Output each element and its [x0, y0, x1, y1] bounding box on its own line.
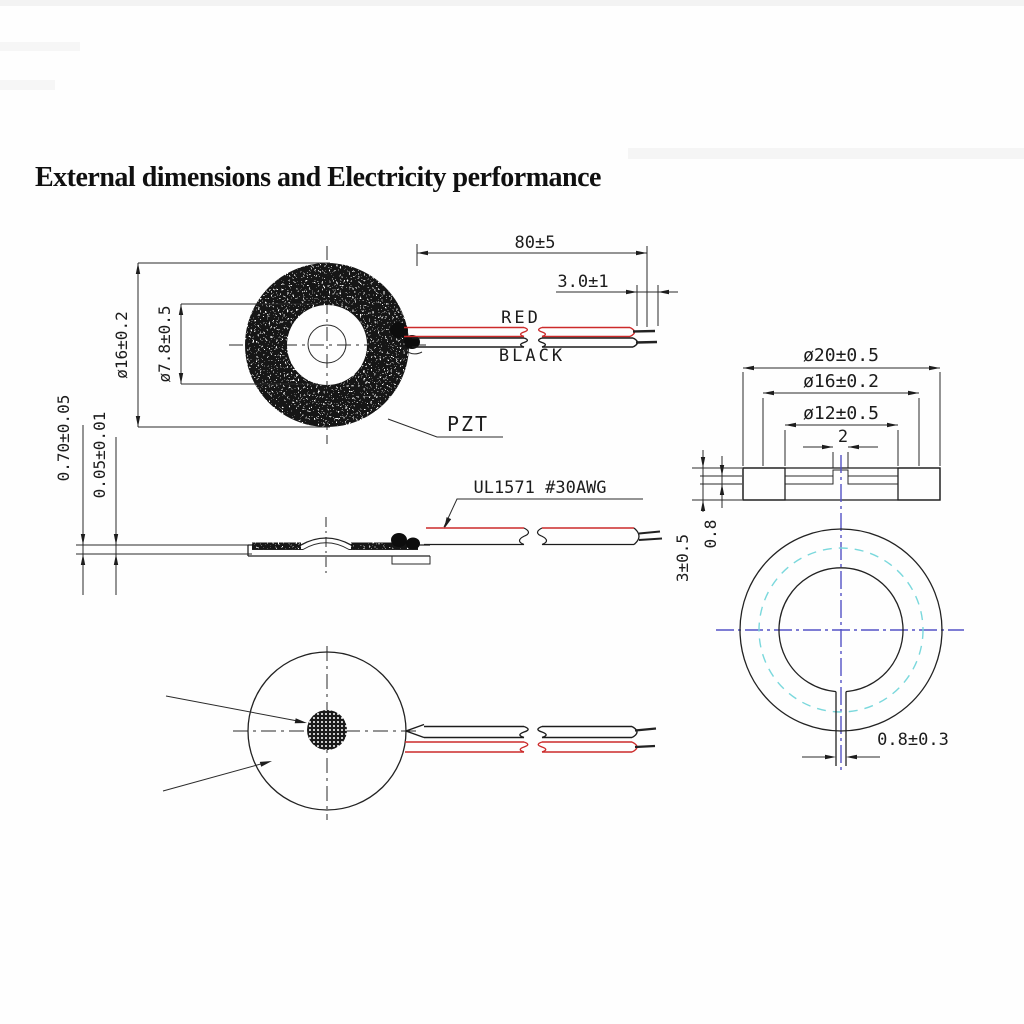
dim-housing-mid: ø16±0.2 — [762, 371, 920, 466]
housing-front-view: 0.8±0.3 — [716, 455, 964, 770]
dim-label-slot-front: 0.8±0.3 — [877, 730, 949, 750]
back-red-bare-tip — [634, 744, 656, 749]
housing-guide-circle — [758, 547, 924, 713]
dim-housing-inner: ø12±0.5 — [784, 403, 899, 466]
side-view: 0.70±0.05 0.05±0.01 — [54, 395, 663, 595]
housing-section-view: ø20±0.5 ø16±0.2 ø12±0.5 2 — [673, 345, 941, 582]
side-wire — [424, 527, 663, 546]
dim-label-inner-diameter: ø7.8±0.5 — [155, 305, 174, 382]
black-wire-label: BLACK — [499, 346, 565, 366]
dim-total-thickness: 0.70±0.05 — [54, 395, 86, 595]
dim-housing-height: 3±0.5 — [673, 450, 742, 582]
wire-spec-arrow — [444, 517, 452, 529]
dim-label-wire-length: 80±5 — [515, 233, 556, 253]
back-electrode-dot — [307, 710, 347, 750]
pzt-callout: PZT — [387, 412, 503, 438]
black-wire-bare-tip — [635, 340, 658, 344]
pzt-ceramic-ring — [245, 263, 410, 427]
pzt-layer-right — [351, 542, 418, 550]
solder-outline — [403, 348, 423, 355]
back-red-wire — [405, 741, 656, 753]
solder-joint-red — [390, 322, 408, 338]
dim-label-housing-outer: ø20±0.5 — [803, 345, 879, 366]
side-element-body — [247, 533, 431, 565]
red-wire — [404, 326, 656, 338]
housing-plate — [785, 469, 898, 485]
lead-wires-top: RED BLACK 80±5 3.0±1 — [404, 233, 678, 366]
back-black-wire — [403, 723, 657, 739]
dim-slot-section: 2 — [803, 427, 878, 468]
dim-label-housing-height: 3±0.5 — [673, 534, 692, 582]
side-solder-1 — [391, 533, 407, 547]
dim-label-strip-length: 3.0±1 — [557, 272, 608, 292]
dim-housing-outer: ø20±0.5 — [742, 345, 941, 466]
housing-center-lines — [716, 455, 964, 770]
dim-housing-wall: 0.8 — [700, 456, 742, 548]
wire-spec-label: UL1571 #30AWG — [473, 478, 606, 498]
dim-label-housing-mid: ø16±0.2 — [803, 371, 879, 392]
housing-inner-circle — [778, 567, 904, 693]
red-wire-bare-tip — [632, 329, 656, 333]
scan-artifacts — [0, 0, 1024, 159]
back-leaders — [162, 695, 307, 792]
dim-inner-diameter: ø7.8±0.5 — [155, 303, 318, 385]
terminal-step — [391, 556, 431, 565]
dim-strip-length: 3.0±1 — [556, 272, 678, 326]
black-wire — [412, 337, 658, 348]
housing-outer-circle — [739, 528, 943, 732]
dim-plate-thickness: 0.05±0.01 — [90, 412, 119, 595]
housing-hatch-left — [742, 467, 786, 501]
dim-label-total-thickness: 0.70±0.05 — [54, 395, 73, 482]
dim-wire-length: 80±5 — [416, 233, 648, 327]
wire-spec-leader-line — [443, 498, 643, 528]
dim-label-plate-thickness: 0.05±0.01 — [90, 412, 109, 499]
pzt-label: PZT — [447, 412, 489, 436]
dim-label-slot-section: 2 — [838, 427, 848, 447]
housing-hatch-right — [897, 467, 941, 501]
dim-outer-diameter: ø16±0.2 — [112, 262, 330, 428]
dim-label-housing-inner: ø12±0.5 — [803, 403, 879, 424]
dim-label-outer-diameter: ø16±0.2 — [112, 311, 131, 378]
dim-label-housing-wall: 0.8 — [701, 520, 720, 549]
center-electrode-circle — [307, 324, 347, 364]
front-view: ø16±0.2 ø7.8±0.5 PZT — [112, 246, 503, 444]
back-view — [162, 646, 657, 820]
wire-spec-callout: UL1571 #30AWG — [443, 478, 643, 529]
red-wire-label: RED — [501, 308, 541, 328]
dim-slot-front: 0.8±0.3 — [802, 730, 949, 760]
side-solder-2 — [406, 537, 420, 550]
pzt-leader-line — [387, 418, 503, 438]
pzt-layer-left — [252, 542, 301, 550]
page-title: External dimensions and Electricity perf… — [35, 162, 601, 193]
